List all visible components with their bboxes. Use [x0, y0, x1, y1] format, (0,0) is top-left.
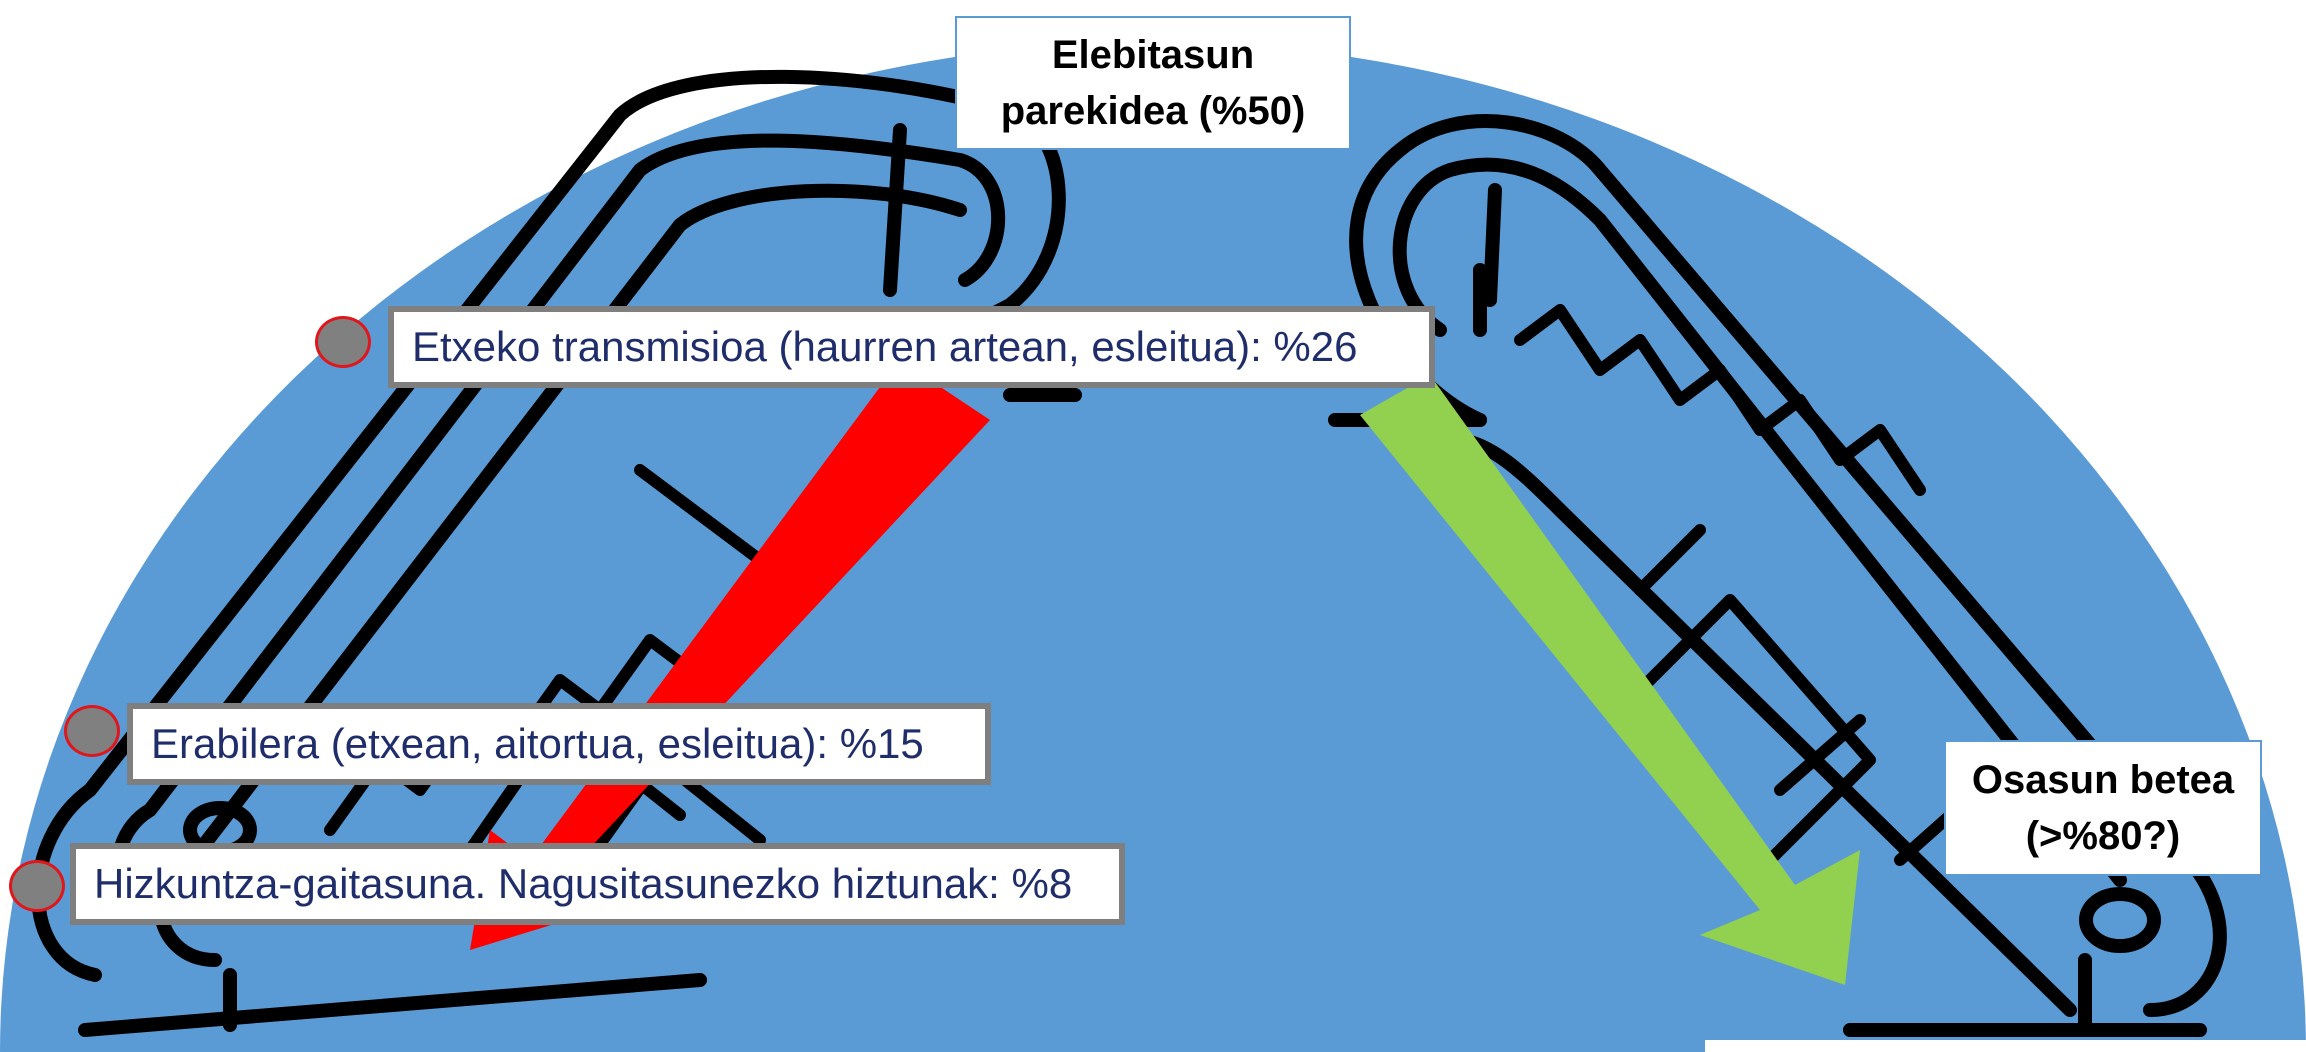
- corner-white-box: [1705, 1040, 2306, 1052]
- level-label-3: Hizkuntza-gaitasuna. Nagusitasunezko hiz…: [70, 843, 1125, 925]
- level-marker-2: [64, 705, 120, 757]
- down-arrow-icon: [470, 360, 990, 950]
- right-callout-box: Osasun betea (>%80?): [1944, 740, 2262, 876]
- top-callout-line2: parekidea (%50): [1000, 89, 1306, 133]
- top-callout-line1: Elebitasun: [1051, 33, 1255, 77]
- top-callout-box: Elebitasun parekidea (%50): [955, 16, 1351, 150]
- level-marker-1: [315, 316, 371, 368]
- right-callout-line2: (>%80?): [2025, 814, 2181, 858]
- level-marker-3: [9, 860, 65, 912]
- level-label-2-text: Erabilera (etxean, aitortua, esleitua): …: [151, 720, 924, 767]
- diagonal-arrow-icon: [1360, 375, 1860, 985]
- right-callout-line1: Osasun betea: [1971, 758, 2235, 802]
- level-label-3-text: Hizkuntza-gaitasuna. Nagusitasunezko hiz…: [94, 860, 1073, 907]
- level-label-1: Etxeko transmisioa (haurren artean, esle…: [388, 306, 1435, 388]
- level-label-2: Erabilera (etxean, aitortua, esleitua): …: [127, 703, 991, 785]
- level-label-1-text: Etxeko transmisioa (haurren artean, esle…: [412, 323, 1358, 370]
- right-escalator-icon: [1328, 114, 2227, 1037]
